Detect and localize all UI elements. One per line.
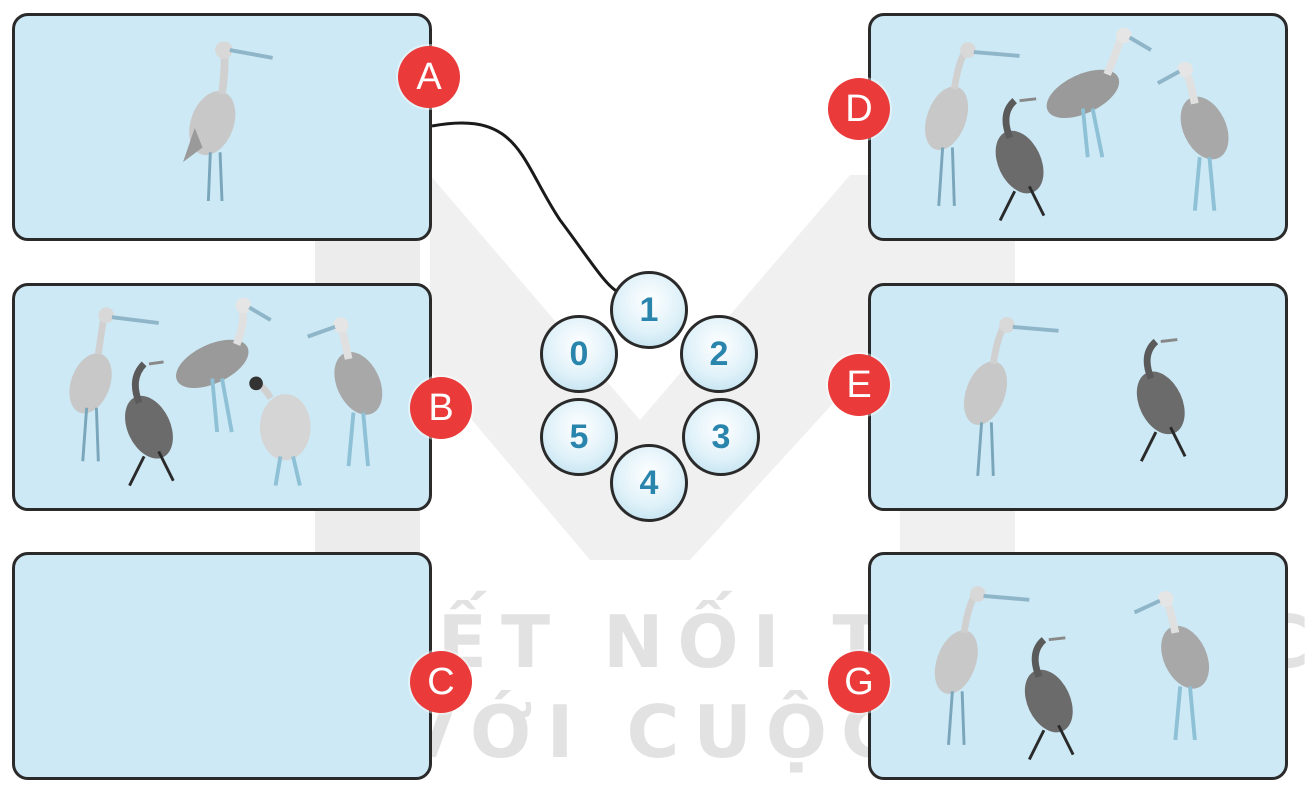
panel-g[interactable]	[868, 552, 1288, 780]
number-2[interactable]: 2	[680, 315, 758, 393]
badge-g: G	[828, 651, 890, 713]
number-1[interactable]: 1	[610, 271, 688, 349]
stork-and-heron-illustration	[963, 317, 1187, 476]
three-bird-illustration	[934, 586, 1210, 761]
bird-group-illustration	[925, 27, 1229, 222]
number-3[interactable]: 3	[682, 398, 760, 476]
stork-illustration	[183, 41, 273, 202]
panel-c[interactable]	[12, 552, 432, 780]
bird-flock-illustration	[69, 297, 383, 487]
badge-b: B	[410, 377, 472, 439]
badge-d: D	[828, 78, 890, 140]
number-4[interactable]: 4	[610, 444, 688, 522]
panel-b[interactable]	[12, 283, 432, 511]
panel-d[interactable]	[868, 13, 1288, 241]
badge-c: C	[410, 651, 472, 713]
number-5[interactable]: 5	[540, 398, 618, 476]
panel-e[interactable]	[868, 283, 1288, 511]
panel-a[interactable]	[12, 13, 432, 241]
number-0[interactable]: 0	[540, 315, 618, 393]
badge-a: A	[398, 46, 460, 108]
badge-e: E	[828, 354, 890, 416]
